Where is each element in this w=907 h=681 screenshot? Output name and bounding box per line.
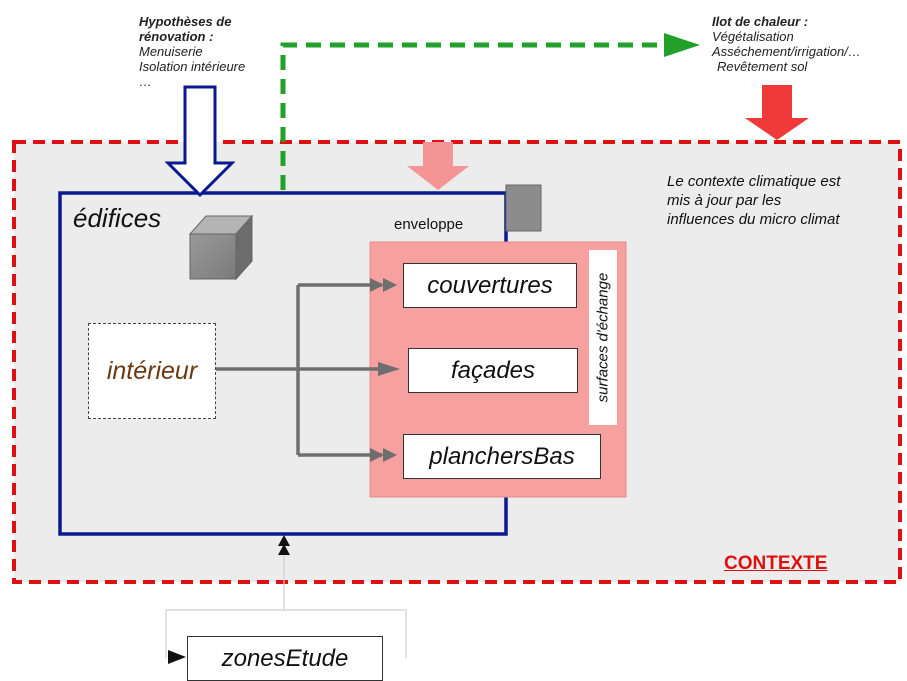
- edifices-label: édifices: [73, 203, 162, 233]
- ilot-note: Ilot de chaleur : Végétalisation Asséche…: [712, 14, 861, 74]
- zonesetude-box[interactable]: zonesEtude: [187, 636, 383, 681]
- renovation-arrow: [164, 85, 236, 198]
- planchersbas-label: planchersBas: [429, 442, 575, 470]
- renovation-item: Isolation intérieure: [139, 59, 246, 74]
- enveloppe-label: enveloppe: [394, 216, 464, 233]
- interieur-box[interactable]: intérieur: [88, 323, 216, 419]
- facades-box[interactable]: façades: [408, 348, 578, 393]
- couvertures-box[interactable]: couvertures: [403, 263, 577, 308]
- micro-climate-arrowhead: [664, 33, 700, 57]
- enveloppe-arrow: [407, 142, 469, 190]
- renovation-item: …: [139, 74, 152, 89]
- edifices-box: [58, 191, 508, 536]
- facades-label: façades: [450, 356, 536, 384]
- context-label: CONTEXTE: [724, 553, 828, 574]
- ilot-item: Revêtement sol: [717, 59, 808, 74]
- ilot-title: Ilot de chaleur :: [712, 14, 809, 29]
- context-note-line: mis à jour par les: [667, 192, 782, 209]
- zonesetude-label: zonesEtude: [221, 644, 349, 672]
- interieur-label: intérieur: [106, 356, 198, 385]
- ilot-arrow: [745, 85, 809, 140]
- zones-link-line-right: [284, 609, 407, 658]
- micro-climate-dashed-arrow: [280, 42, 668, 190]
- renovation-item: Menuiserie: [139, 44, 203, 59]
- renovation-note: Hypothèses de rénovation : Menuiserie Is…: [139, 14, 245, 89]
- enveloppe-cube-icon: [505, 184, 542, 232]
- context-note-line: Le contexte climatique est: [667, 173, 841, 190]
- zones-link-line: [165, 548, 285, 658]
- context-note: Le contexte climatique est mis à jour pa…: [667, 172, 840, 229]
- edifices-cube-icon: [188, 214, 254, 281]
- context-note-line: influences du micro climat: [667, 211, 840, 228]
- couvertures-label: couvertures: [427, 271, 553, 299]
- renovation-title-line1: Hypothèses de: [139, 14, 232, 29]
- ilot-item: Asséchement/irrigation/…: [712, 44, 861, 59]
- ilot-item: Végétalisation: [712, 29, 794, 44]
- planchersbas-box[interactable]: planchersBas: [403, 434, 601, 479]
- surfaces-side-box: surfaces d'échange: [589, 250, 617, 425]
- connector-arrowheads: [370, 278, 400, 462]
- surfaces-side-label: surfaces d'échange: [594, 272, 612, 403]
- zones-link-arrowheads: [168, 535, 290, 664]
- renovation-title-line2: rénovation :: [139, 29, 214, 44]
- interieur-connectors: [216, 283, 382, 457]
